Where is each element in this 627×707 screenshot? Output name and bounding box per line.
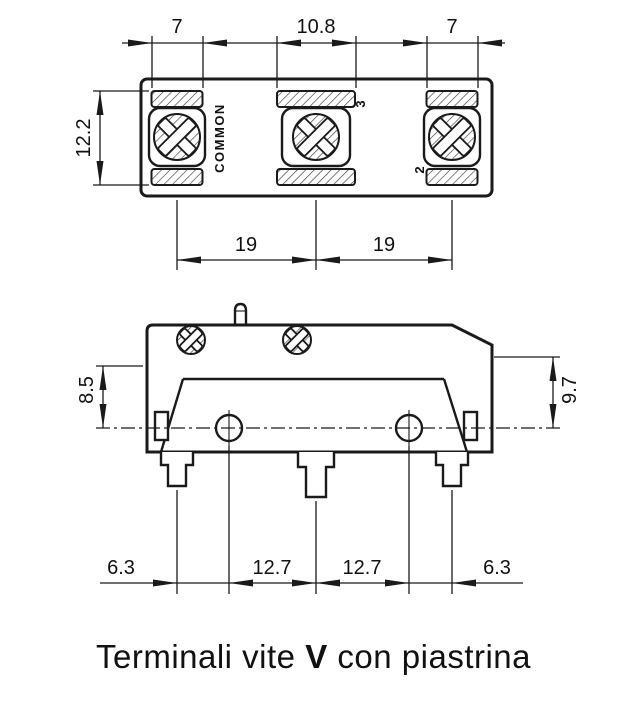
caption-text-1: Terminali vite — [95, 638, 296, 675]
arrowhead — [385, 579, 409, 587]
arrowhead — [316, 256, 340, 264]
side-slot-left — [153, 410, 170, 442]
clamp-plate — [425, 90, 479, 108]
dim-label-19-right: 19 — [373, 234, 395, 256]
screw-terminal-common — [147, 90, 207, 186]
phillips-slot-icon — [157, 117, 197, 157]
phillips-slot-icon — [284, 327, 310, 353]
label-terminal-2: 2 — [412, 166, 427, 173]
clamp-plate — [150, 168, 204, 186]
dim-label-19-left: 19 — [235, 234, 257, 256]
top-screw-right — [282, 325, 312, 355]
clamp-plate — [276, 168, 356, 186]
dimension-8-5: 8.5 — [76, 365, 143, 428]
dim-label-7-right: 7 — [446, 16, 457, 38]
screw-terminal-right — [422, 90, 482, 186]
arrowhead — [316, 579, 340, 587]
arrowhead — [177, 256, 201, 264]
dim-label-12-2: 12.2 — [73, 119, 95, 158]
phillips-slot-icon — [178, 327, 204, 353]
drawing-canvas: COMMON 3 2 7 10.8 7 — [73, 16, 581, 594]
plunger-pin — [233, 302, 248, 326]
arrowhead — [549, 357, 557, 381]
clamp-plate — [276, 90, 356, 108]
label-common: COMMON — [212, 103, 227, 173]
arrowhead — [332, 39, 356, 47]
arrowhead — [403, 39, 427, 47]
front-view: 8.5 9.7 6.3 12.7 12.7 6.3 — [76, 302, 581, 594]
plunger-outline — [233, 302, 248, 326]
dim-label-6-3-left: 6.3 — [107, 557, 135, 579]
arrowhead — [549, 404, 557, 428]
caption: Terminali vite V con piastrina — [0, 638, 627, 676]
arrowhead — [128, 39, 152, 47]
arrowhead — [229, 579, 253, 587]
phillips-slot-icon — [296, 117, 336, 157]
arrowhead — [203, 39, 227, 47]
top-view: COMMON 3 2 7 10.8 7 — [73, 16, 505, 270]
arrowhead — [99, 366, 107, 390]
bottom-tab-left — [159, 452, 195, 488]
arrowhead — [277, 39, 301, 47]
arrowhead — [478, 39, 502, 47]
dimension-top-widths: 7 10.8 7 — [122, 16, 505, 88]
bottom-tab-middle — [296, 452, 336, 499]
dim-label-12-7-right: 12.7 — [343, 557, 382, 579]
arrowhead — [96, 161, 104, 185]
label-terminal-3: 3 — [353, 100, 368, 107]
arrowhead — [99, 404, 107, 428]
top-screw-left — [176, 325, 206, 355]
dim-label-9-7: 9.7 — [559, 376, 581, 404]
arrowhead — [452, 579, 476, 587]
arrowhead — [292, 579, 316, 587]
dim-label-7-left: 7 — [171, 16, 182, 38]
bottom-tab-right — [434, 452, 470, 488]
dim-label-8-5: 8.5 — [76, 376, 98, 404]
arrowhead — [428, 256, 452, 264]
dim-label-6-3-right: 6.3 — [483, 557, 511, 579]
arrowhead — [292, 256, 316, 264]
phillips-slot-icon — [432, 117, 472, 157]
side-slot-right — [462, 410, 479, 442]
screw-terminal-middle — [276, 90, 356, 186]
dimension-bottom-pitches: 6.3 12.7 12.7 6.3 — [100, 446, 523, 594]
dim-label-10-8: 10.8 — [297, 16, 336, 38]
dimension-12-2: 12.2 — [73, 90, 149, 186]
clamp-plate — [425, 168, 479, 186]
dimension-pitch-19: 19 19 — [176, 200, 453, 270]
caption-text-2: con piastrina — [337, 638, 532, 675]
clamp-plate — [150, 90, 204, 108]
caption-variant-letter: V — [305, 638, 328, 675]
arrowhead — [153, 579, 177, 587]
dim-label-12-7-left: 12.7 — [253, 557, 292, 579]
arrowhead — [96, 91, 104, 115]
dimension-9-7: 9.7 — [494, 356, 581, 428]
